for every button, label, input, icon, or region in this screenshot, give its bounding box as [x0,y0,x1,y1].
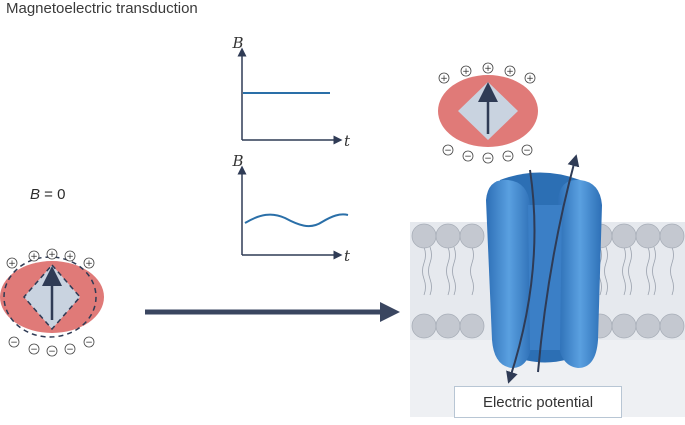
static-field-plot: B t [231,34,351,150]
svg-text:+: + [440,74,448,84]
svg-text:+: + [66,252,74,262]
svg-text:+: + [8,259,16,269]
svg-text:+: + [526,74,534,84]
svg-text:−: − [484,154,492,164]
dynamic-ylabel: B [231,152,243,170]
svg-text:−: − [48,347,56,357]
svg-text:−: − [444,146,452,156]
figure-title: Magnetoelectric transduction [6,0,198,17]
resting-negative-charges: − − − − − [8,336,95,357]
resting-particle: + + + + + − − − − − [0,248,104,357]
svg-text:+: + [484,64,492,74]
zero-field-value: = 0 [40,186,66,203]
dynamic-field-wave [244,213,349,228]
electric-potential-label: Electric potential [454,386,622,418]
svg-text:+: + [85,259,93,269]
lipid-tails [422,246,674,296]
svg-text:+: + [462,67,470,77]
zero-field-label: B = 0 [30,186,65,203]
resting-positive-charges: + + + + + [6,248,95,269]
polarized-positive-charges: + + + + + [438,62,536,84]
svg-text:+: + [48,250,56,260]
transduction-arrow [145,302,400,322]
dynamic-field-plot: B t [231,152,351,265]
channel-left-lobe [486,179,532,368]
svg-text:−: − [523,146,531,156]
zero-field-variable: B [30,186,41,203]
svg-text:−: − [30,345,38,355]
polarized-negative-charges: − − − − − [442,144,533,164]
static-ylabel: B [231,34,243,52]
svg-text:−: − [464,152,472,162]
svg-text:−: − [504,152,512,162]
channel-right-lobe [558,179,602,368]
static-xlabel: t [344,132,351,150]
ion-channel [486,154,602,384]
channel-center [528,205,562,350]
svg-text:+: + [506,67,514,77]
dynamic-xlabel: t [344,247,351,265]
svg-text:−: − [10,338,18,348]
polarized-particle: + + + + + − − − − − [438,62,538,164]
svg-text:−: − [85,338,93,348]
ion-path-down [506,169,536,384]
ion-path-up [537,154,580,373]
svg-text:−: − [66,345,74,355]
svg-text:+: + [30,252,38,262]
